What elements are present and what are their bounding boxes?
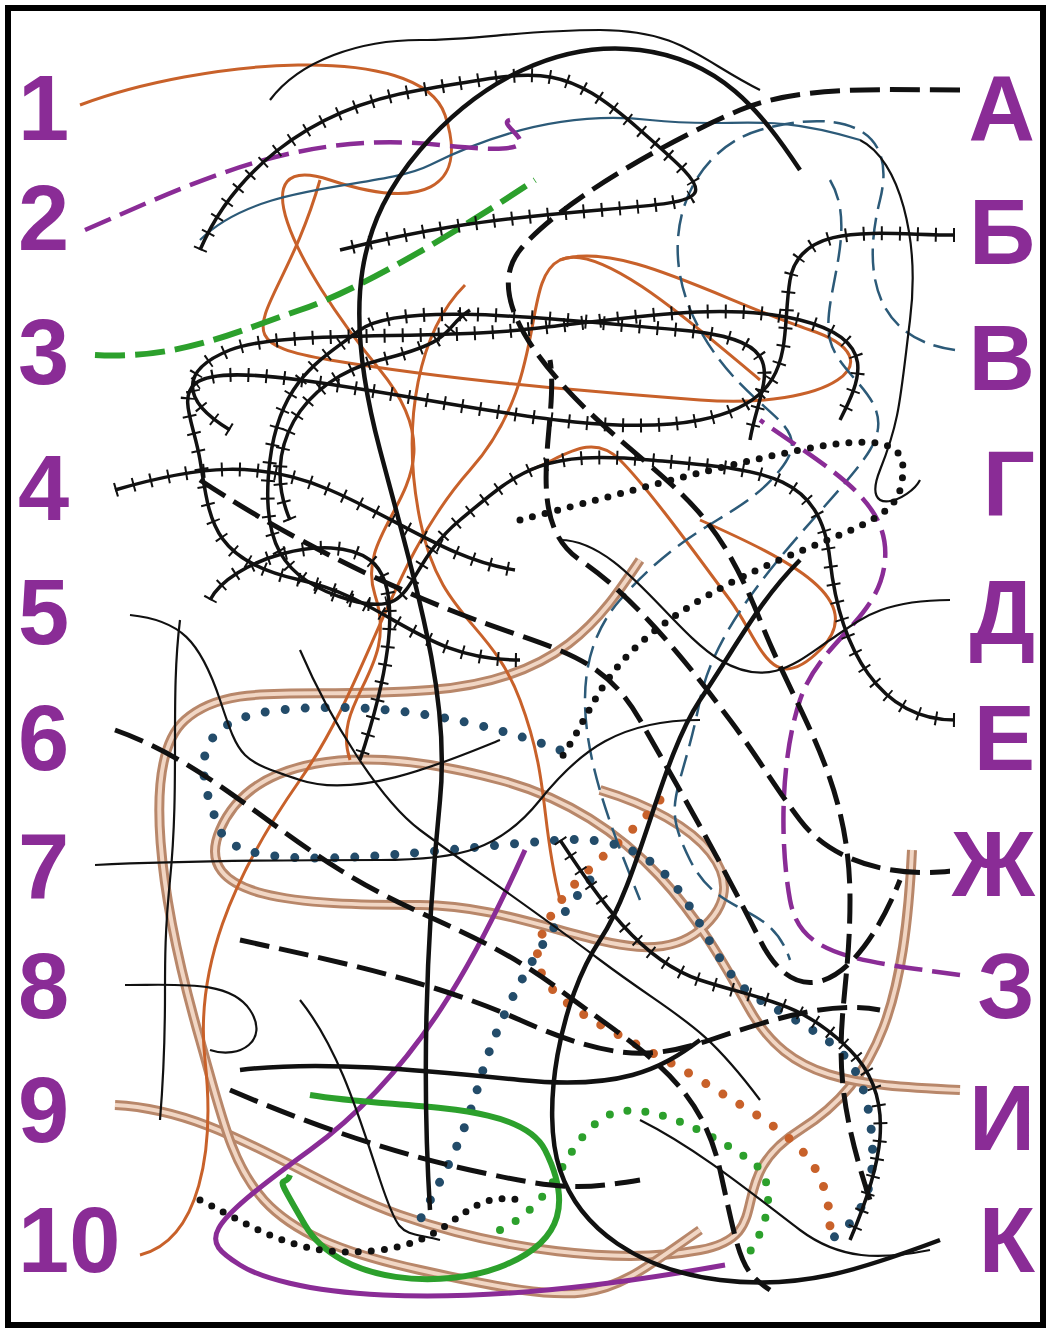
end-letter: Ж	[950, 818, 1037, 910]
maze-line	[760, 420, 960, 975]
maze-line	[140, 257, 760, 1255]
maze-line	[268, 314, 955, 720]
end-letter: К	[977, 1194, 1037, 1286]
start-number: 9	[16, 1064, 71, 1156]
maze-line	[270, 30, 760, 100]
maze-line	[520, 442, 903, 760]
rail-ticks	[188, 233, 955, 660]
maze-line	[552, 560, 940, 1283]
start-number: 5	[16, 566, 71, 658]
start-number: 6	[16, 692, 71, 784]
rail-ticks	[280, 310, 470, 520]
maze-line	[200, 1199, 520, 1252]
maze-line	[300, 1000, 440, 1240]
start-number: 7	[16, 820, 71, 912]
maze-line	[640, 1120, 930, 1256]
start-number: 4	[16, 442, 71, 534]
maze-line	[130, 615, 500, 785]
end-letter: З	[975, 940, 1037, 1032]
start-number: 1	[16, 62, 71, 154]
start-number: 3	[16, 306, 71, 398]
maze-line	[560, 540, 950, 673]
maze-line	[230, 1090, 640, 1187]
rail-ticks	[200, 75, 696, 250]
maze-line	[200, 480, 900, 983]
end-letter: В	[967, 312, 1037, 404]
maze-line	[80, 65, 451, 760]
maze-line	[500, 1111, 768, 1265]
rail-ticks	[210, 548, 390, 760]
maze-line	[125, 985, 256, 1053]
frame-border	[8, 8, 1043, 1325]
maze-line	[240, 1040, 700, 1083]
rail-ticks	[268, 314, 955, 720]
rail-ticks	[560, 840, 880, 1240]
maze-line	[200, 75, 696, 250]
maze-line	[283, 1095, 560, 1279]
end-letter: Д	[967, 566, 1037, 658]
maze-line	[300, 650, 760, 1100]
end-letter: Е	[972, 692, 1037, 784]
maze-line	[210, 548, 390, 760]
maze-line	[359, 48, 800, 1210]
maze-line	[95, 180, 535, 356]
maze-line	[280, 310, 470, 520]
maze-line	[560, 840, 880, 1240]
start-number: 8	[16, 940, 71, 1032]
rail-ticks	[115, 469, 515, 570]
maze-line	[216, 850, 725, 1296]
maze-line	[412, 285, 560, 900]
end-letter: И	[967, 1072, 1037, 1164]
maze-line	[188, 233, 955, 660]
maze-line	[85, 120, 520, 230]
end-letter: Б	[967, 186, 1037, 278]
maze-line	[95, 720, 700, 865]
maze-line	[860, 140, 920, 501]
start-number: 2	[16, 172, 71, 264]
maze-line	[160, 620, 180, 1120]
maze-line	[115, 469, 515, 570]
end-letter: А	[967, 62, 1037, 154]
end-letter: Г	[981, 438, 1037, 530]
start-number: 10	[16, 1194, 122, 1286]
